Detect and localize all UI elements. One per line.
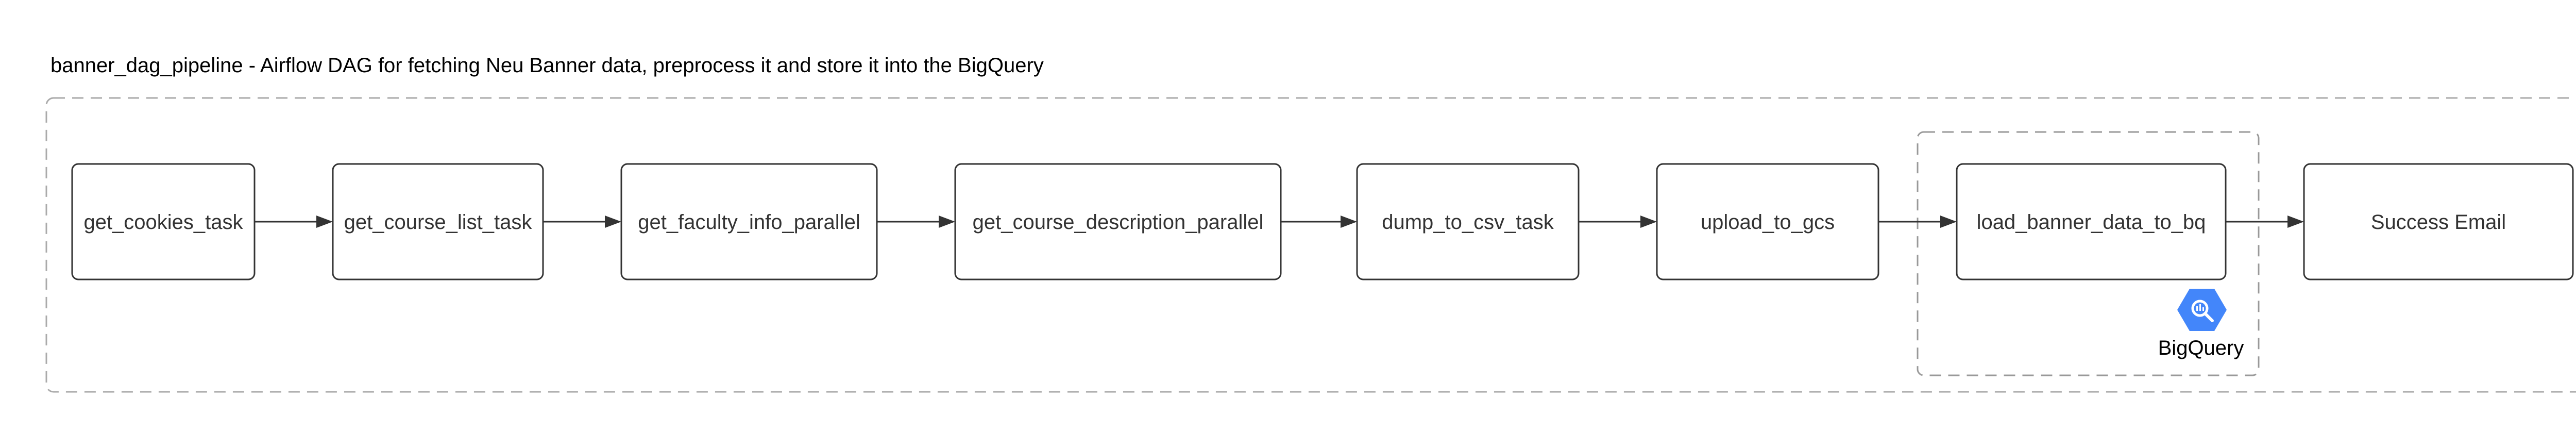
node-box [1356, 163, 1580, 280]
node-box [2303, 163, 2574, 280]
node-label: Success Email [2371, 211, 2506, 234]
node-label: get_faculty_info_parallel [638, 211, 860, 234]
node-get-course-description-parallel: get_course_description_parallel [954, 163, 1282, 280]
node-get-faculty-info-parallel: get_faculty_info_parallel [620, 163, 878, 280]
node-success-email: Success Email [2303, 163, 2574, 280]
node-label: dump_to_csv_task [1382, 211, 1554, 234]
node-dump-to-csv-task: dump_to_csv_task [1356, 163, 1580, 280]
node-box [954, 163, 1282, 280]
node-label: get_cookies_task [83, 211, 243, 234]
bigquery-group [1917, 131, 2260, 376]
nodes: get_cookies_task get_course_list_task ge… [71, 163, 2574, 280]
pipeline-container [45, 97, 2576, 393]
arrowhead [1341, 216, 1357, 228]
arrowhead [1640, 216, 1657, 228]
node-box [332, 163, 544, 280]
bigquery-label: BigQuery [2158, 337, 2244, 359]
node-load-banner-data-to-bq: load_banner_data_to_bq [1956, 163, 2227, 280]
arrowhead [1940, 216, 1957, 228]
node-label: get_course_description_parallel [973, 211, 1264, 234]
bigquery-icon [2177, 289, 2227, 331]
node-box [1656, 163, 1879, 280]
node-upload-to-gcs: upload_to_gcs [1656, 163, 1879, 280]
arrowhead [2287, 216, 2304, 228]
arrowhead [605, 216, 621, 228]
node-label: get_course_list_task [344, 211, 533, 234]
node-label: load_banner_data_to_bq [1977, 211, 2206, 234]
node-box [620, 163, 878, 280]
node-get-course-list-task: get_course_list_task [332, 163, 544, 280]
node-label: upload_to_gcs [1701, 211, 1835, 234]
arrowhead [939, 216, 955, 228]
node-box [71, 163, 256, 280]
edges [255, 216, 2304, 228]
arrowhead [316, 216, 333, 228]
node-box [1956, 163, 2227, 280]
node-get-cookies-task: get_cookies_task [71, 163, 256, 280]
diagram-title: banner_dag_pipeline - Airflow DAG for fe… [50, 54, 1044, 77]
